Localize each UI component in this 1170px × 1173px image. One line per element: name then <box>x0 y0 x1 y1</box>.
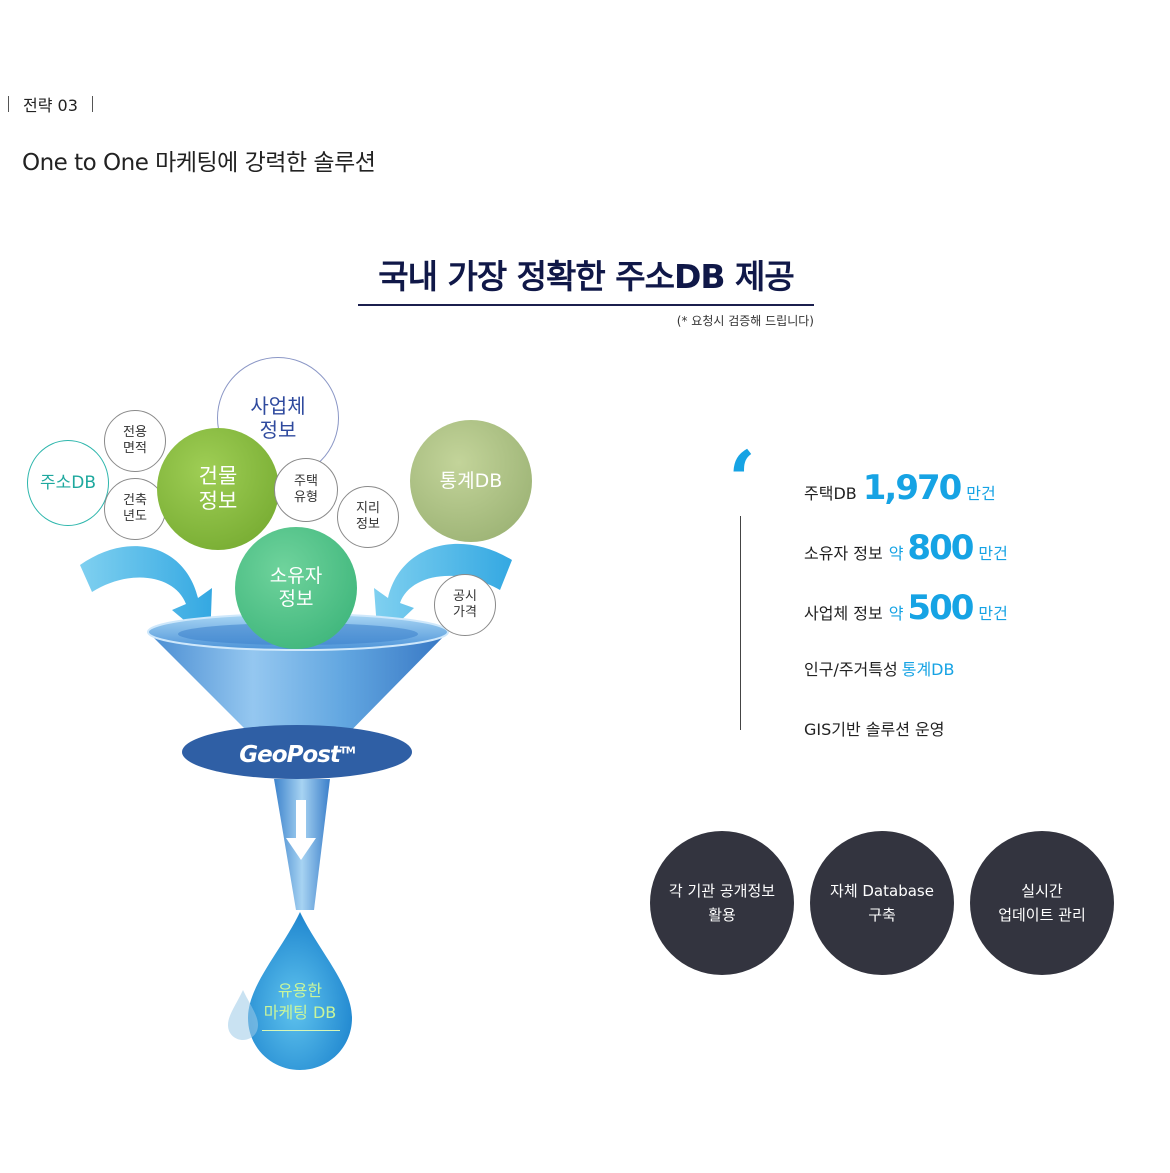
bubble-build-year: 건축 년도 <box>104 478 166 540</box>
drop-underline <box>262 1030 340 1031</box>
page-title: 국내 가장 정확한 주소DB 제공 <box>358 250 814 306</box>
feature-realtime-update: 실시간 업데이트 관리 <box>970 831 1114 975</box>
stat-owner-info: 소유자 정보 약 800 만건 <box>804 528 1008 568</box>
strategy-label: 전략 03 <box>23 96 78 115</box>
stats-divider <box>740 516 741 730</box>
left-curved-arrow <box>80 546 212 642</box>
quote-mark-icon: ‘ <box>728 433 756 527</box>
right-curved-arrow <box>374 543 512 642</box>
feature-public-info: 각 기관 공개정보 활용 <box>650 831 794 975</box>
bubble-housing-type: 주택 유형 <box>274 458 338 522</box>
stat-housing-db: 주택DB 1,970 만건 <box>804 468 996 508</box>
stat-population: 인구/주거특성 통계DB <box>804 660 955 679</box>
bubble-owner-info: 소유자 정보 <box>235 527 357 649</box>
bubble-price: 공시 가격 <box>434 574 496 636</box>
geopost-band <box>182 725 412 779</box>
funnel-cone <box>148 632 448 752</box>
bubble-business-info: 사업체 정보 <box>217 357 339 479</box>
stat-business-info: 사업체 정보 약 500 만건 <box>804 588 1008 628</box>
title-note: (* 요청시 검증해 드립니다) <box>676 314 814 328</box>
bubble-stat-db: 통계DB <box>410 420 532 542</box>
bubble-address-db: 주소DB <box>27 440 109 526</box>
bubble-building-info: 건물 정보 <box>157 428 279 550</box>
tag-right-divider <box>91 96 93 112</box>
feature-own-database: 자체 Database 구축 <box>810 831 954 975</box>
marketing-db-label: 유용한 마케팅 DB <box>263 981 337 1022</box>
bubble-geo-info: 지리 정보 <box>337 486 399 548</box>
stat-gis: GIS기반 솔루션 운영 <box>804 720 945 739</box>
strategy-tag: 전략 03 <box>8 92 93 116</box>
section-subtitle: One to One 마케팅에 강력한 솔루션 <box>22 150 376 176</box>
bubble-area: 전용 면적 <box>104 410 166 472</box>
tag-left-divider <box>8 96 9 112</box>
geopost-logo: GeoPostTM <box>239 742 355 768</box>
